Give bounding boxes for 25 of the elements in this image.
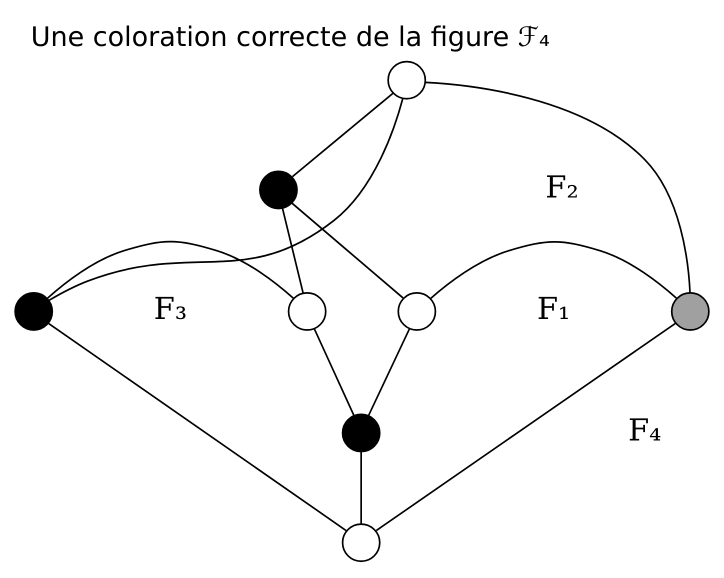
node-circle [342,522,381,562]
connector [47,240,294,298]
connector [291,202,404,298]
node-circle [14,292,54,330]
connector [376,322,676,531]
label: F₃ [154,291,188,326]
connector [430,240,677,299]
node-circle [397,292,436,330]
connector [48,322,347,531]
node-circle [342,413,381,452]
node-circle [387,60,426,100]
label: F₄ [628,412,662,448]
node-circle [259,170,298,209]
node-circle [288,292,327,330]
label: F₁ [536,291,570,326]
label: F₂ [545,170,579,205]
connector [368,328,410,416]
connector [292,92,394,177]
connector [48,98,404,301]
diagram-title: Une coloration correcte de la figure ℱ₄ [30,22,550,53]
node-circle [670,292,710,330]
connector [314,328,355,416]
connector [425,81,691,292]
connector [282,208,304,293]
connector [360,451,362,524]
